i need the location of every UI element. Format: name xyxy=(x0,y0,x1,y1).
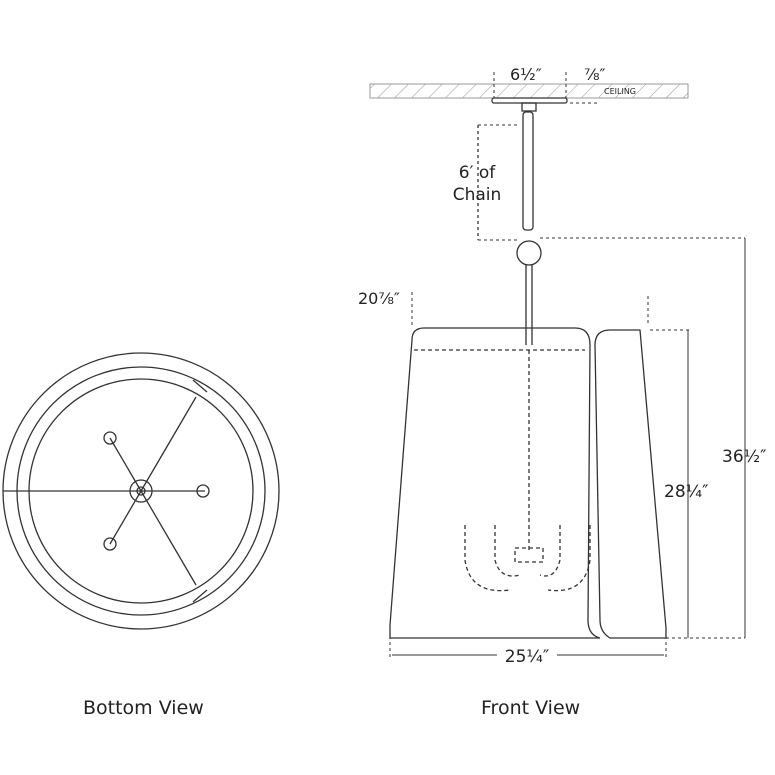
canopy-width-dim: 6½″ xyxy=(510,65,542,84)
ceiling-label: CEILING xyxy=(604,87,636,96)
front-view-label: Front View xyxy=(481,697,581,719)
front-view-shade xyxy=(389,327,667,639)
canopy xyxy=(491,97,568,112)
overall-height-dim: 36½″ xyxy=(722,447,766,467)
canopy-height-dim: ⅞″ xyxy=(584,65,606,84)
bottom-view-label: Bottom View xyxy=(83,697,204,719)
shade-bottom-dim: 25¼″ xyxy=(505,647,549,667)
shade-height-dim: 28¼″ xyxy=(664,482,708,502)
chain-dim-line2: Chain xyxy=(453,185,502,205)
chain-dim-line1: 6′ of xyxy=(459,163,496,183)
ceiling xyxy=(369,83,689,99)
chain xyxy=(477,111,542,345)
bottom-view-drawing xyxy=(2,352,280,630)
shade-top-dim: 20⅞″ xyxy=(358,289,400,308)
